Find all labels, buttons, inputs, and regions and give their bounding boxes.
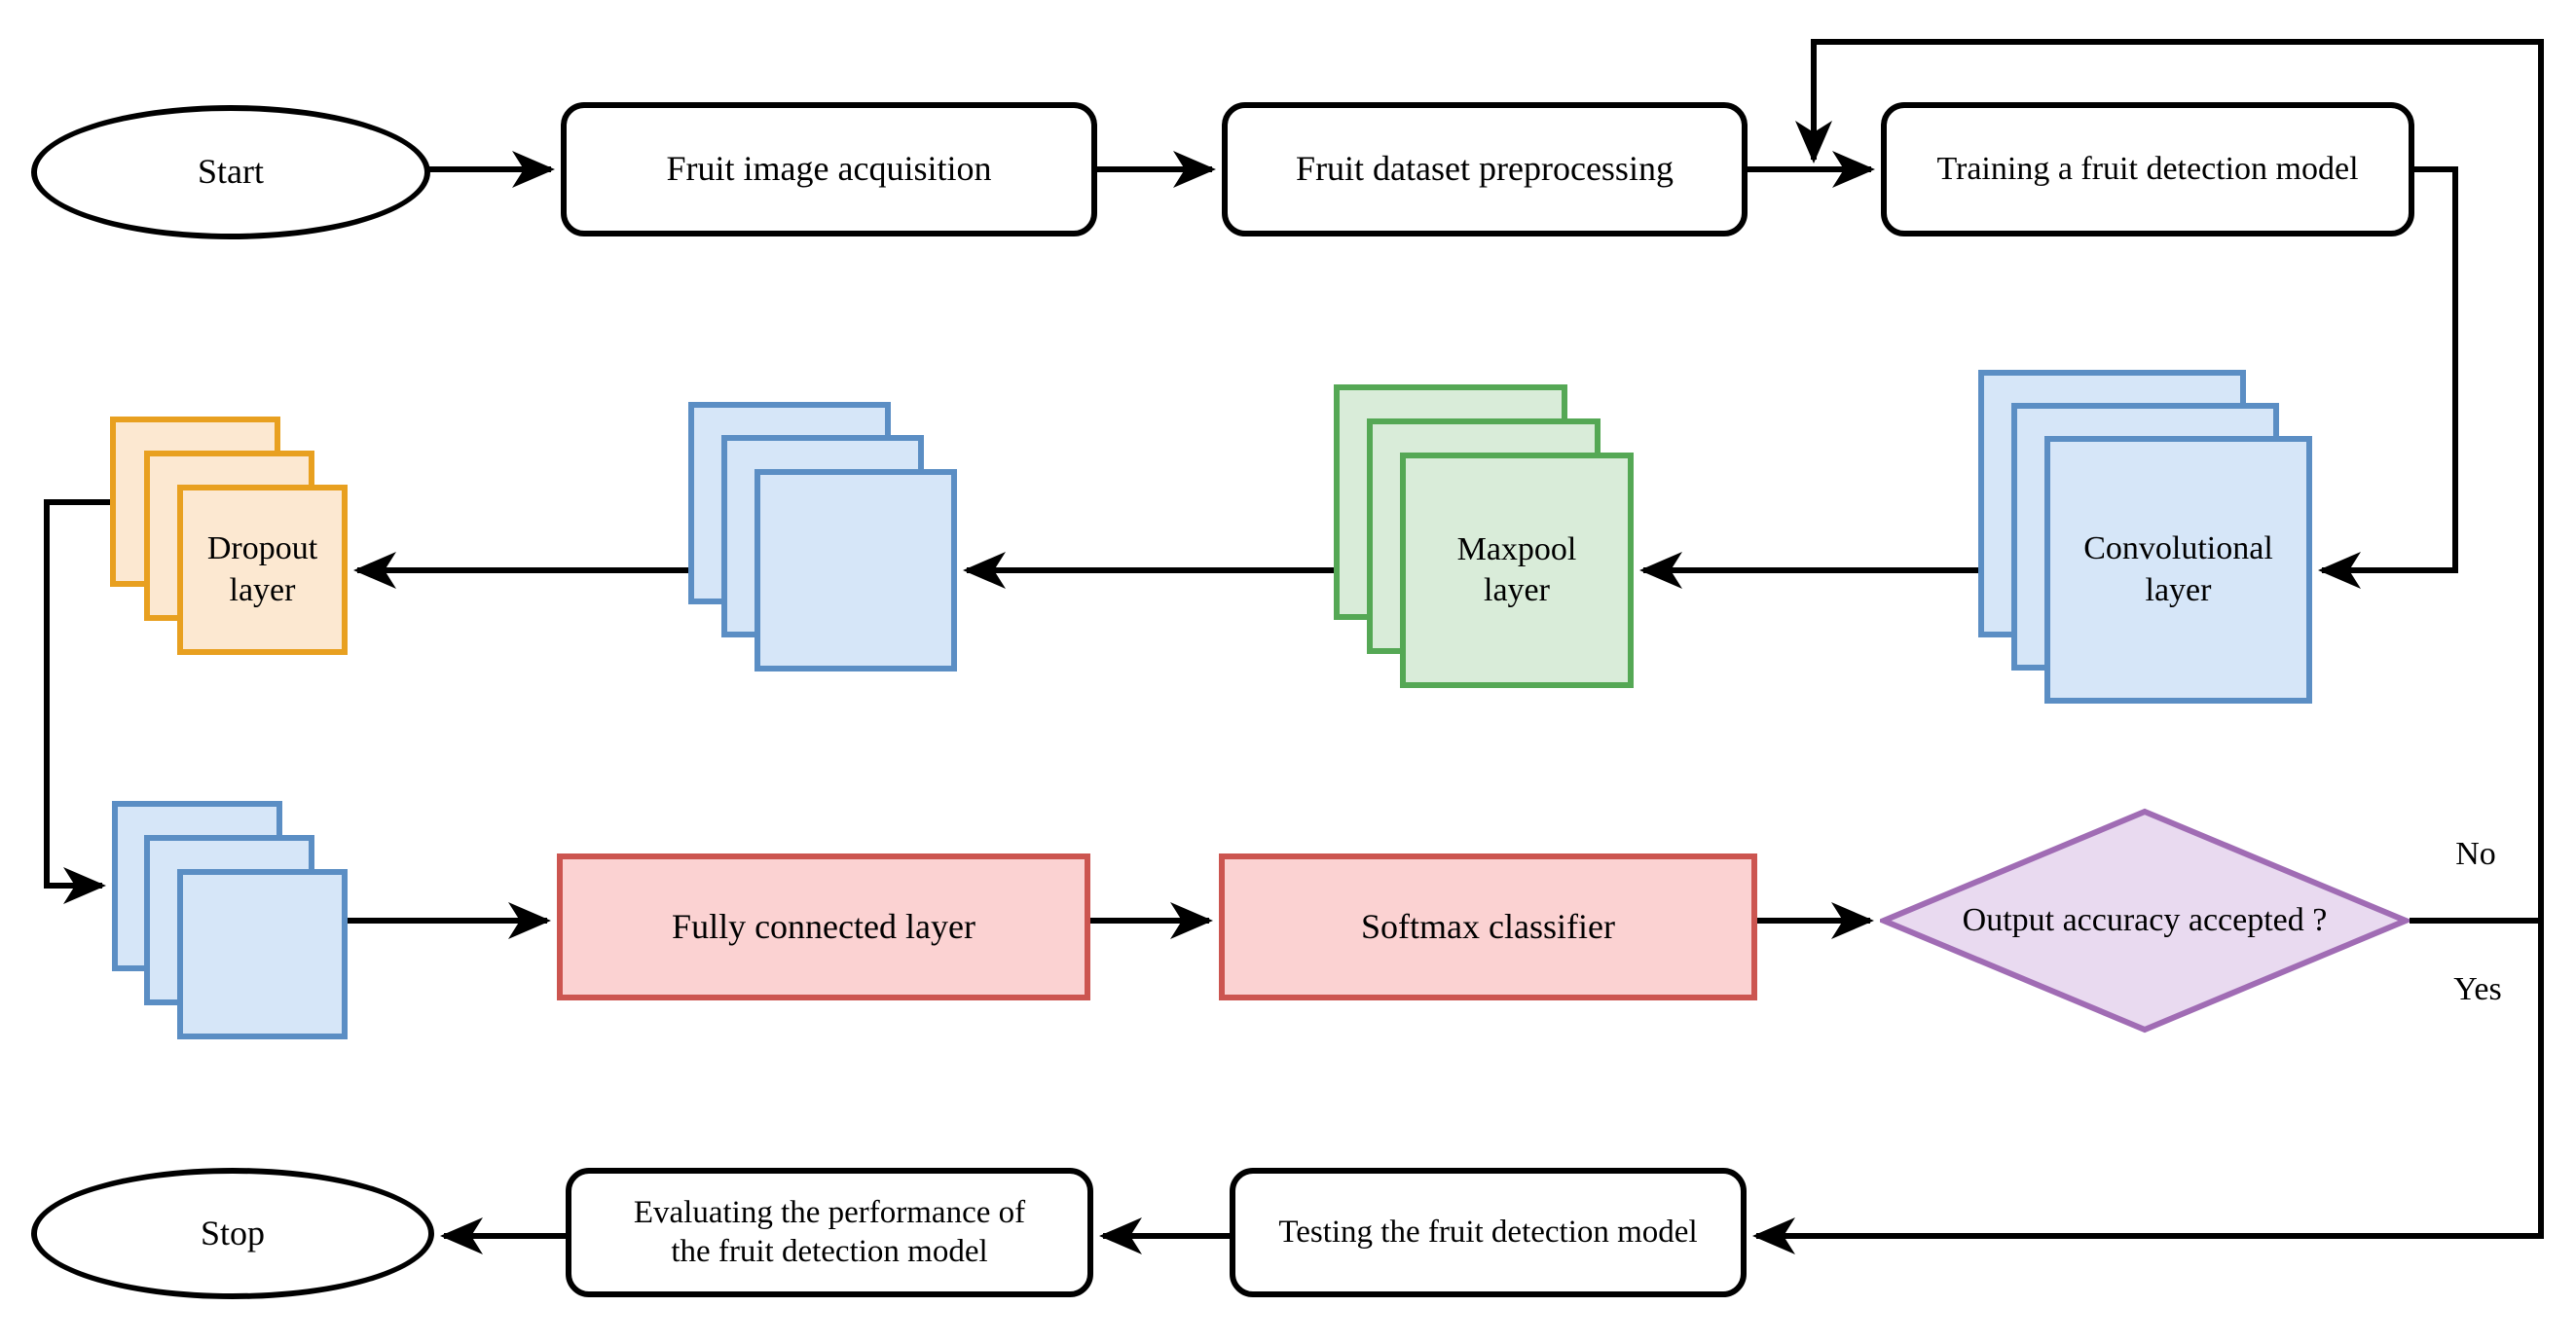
training-label: Training a fruit detection model [1936,150,2359,187]
flow-yes-to-testing [1752,921,2544,1254]
flow-dropout-to-flattened [44,499,110,904]
stack-square-front: Dropout layer [177,485,348,655]
dropout-layer-label: Dropout layer [206,530,318,608]
fully-connected-layer-node: Fully connected layer [557,853,1090,1000]
start-node: Start [31,105,430,239]
diamond-shape [1880,808,2410,1034]
decision-diamond: Output accuracy accepted ? [1880,808,2410,1034]
stack-square-front [177,869,348,1039]
no-edge-label: No [2455,836,2496,872]
softmax-classifier-node: Softmax classifier [1219,853,1757,1000]
fruit-dataset-preprocessing-label: Fruit dataset preprocessing [1296,149,1674,189]
softmax-classifier-label: Softmax classifier [1361,906,1615,946]
evaluating-label: Evaluating the performance of the fruit … [633,1194,1026,1269]
decision-label: Output accuracy accepted ? [1962,902,2328,938]
flow-training-to-conv [2318,166,2458,589]
convolutional-layer-label: Convolutional layer [2083,530,2273,608]
fruit-image-acquisition-label: Fruit image acquisition [666,149,992,189]
fruit-image-acquisition-node: Fruit image acquisition [561,102,1097,236]
flow-no-feedback [1795,39,2544,924]
start-label: Start [198,152,264,192]
testing-label: Testing the fruit detection model [1278,1214,1698,1250]
stop-label: Stop [200,1213,266,1252]
stack-square-front [754,469,957,672]
maxpool-layer-label: Maxpool layer [1456,530,1577,609]
fully-connected-layer-label: Fully connected layer [672,906,975,946]
training-node: Training a fruit detection model [1881,102,2414,236]
stop-node: Stop [31,1168,434,1299]
stack-square-front: Convolutional layer [2044,436,2312,704]
fruit-dataset-preprocessing-node: Fruit dataset preprocessing [1222,102,1748,236]
stack-square-front: Maxpool layer [1400,453,1634,688]
evaluating-node: Evaluating the performance of the fruit … [566,1168,1093,1297]
yes-edge-label: Yes [2453,971,2502,1007]
testing-node: Testing the fruit detection model [1230,1168,1747,1297]
